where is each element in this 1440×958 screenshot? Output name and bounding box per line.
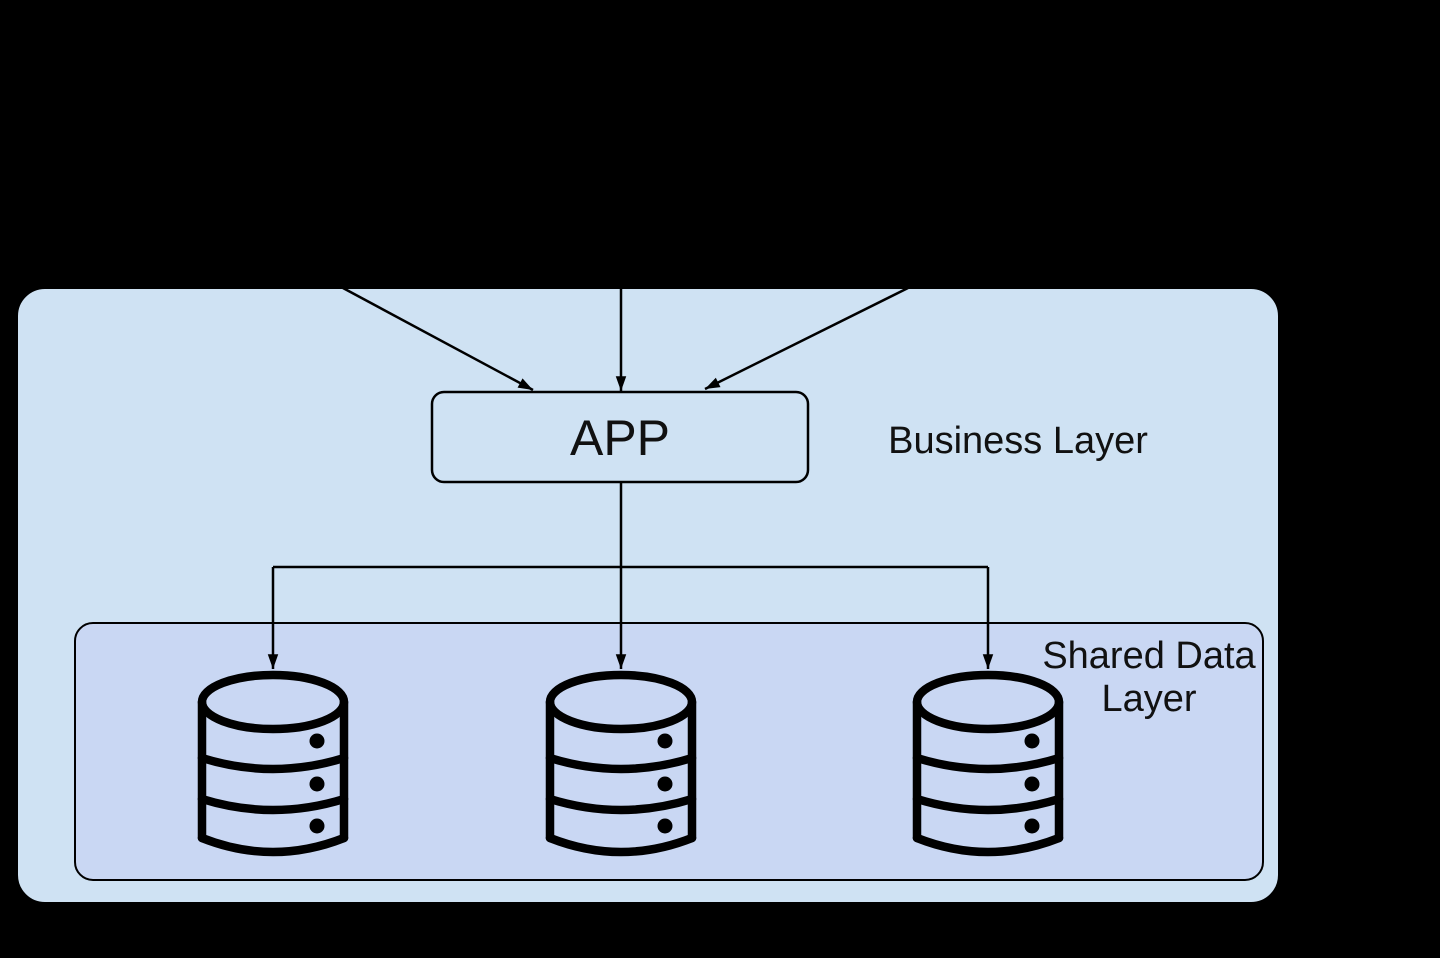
app-to-database-connectors: [267, 482, 994, 670]
app-label: APP: [570, 410, 670, 466]
database-icon: [545, 670, 697, 857]
shared-data-layer-label-line1: Shared Data: [1042, 635, 1256, 677]
inbound-arrows: [342, 286, 909, 392]
database-icon: [912, 670, 1064, 857]
shared-data-layer-box: [74, 622, 1264, 881]
shared-data-layer-label-line2: Layer: [1101, 678, 1196, 720]
database-icon: [197, 670, 349, 857]
business-layer-label: Business Layer: [888, 420, 1148, 462]
app-node: APP: [430, 390, 810, 484]
arrow-inbound-left: [342, 286, 534, 392]
arrow-inbound-right: [704, 286, 909, 391]
shared-data-layer-container: Shared Data Layer: [74, 622, 1264, 881]
